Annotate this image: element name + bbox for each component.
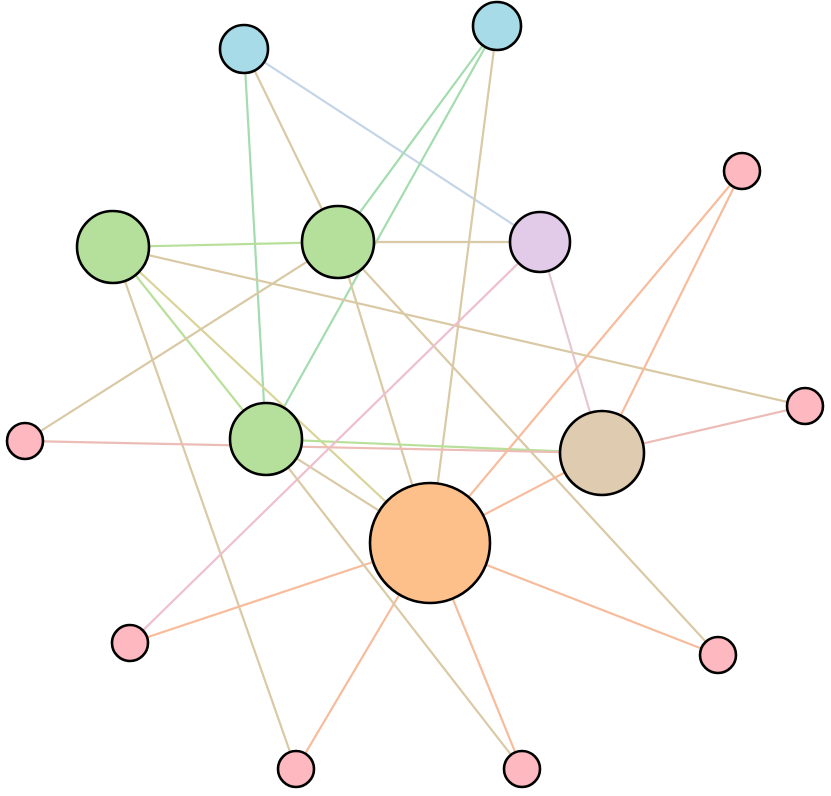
node-tan-a[interactable] — [558, 409, 646, 497]
edge-green-a-green-c — [111, 245, 268, 441]
edge-green-a-pink-2 — [111, 245, 807, 408]
edge-purple-a-pink-4 — [128, 240, 542, 645]
node-green-a[interactable] — [75, 209, 151, 285]
node-pink-7[interactable] — [698, 635, 738, 675]
edge-green-a-green-b — [111, 240, 340, 249]
node-purple-a[interactable] — [508, 210, 572, 274]
edge-blue-a-purple-a — [242, 47, 542, 244]
node-layer — [5, 0, 825, 789]
node-green-c[interactable] — [228, 401, 304, 477]
edge-green-a-orange-hub — [111, 245, 432, 545]
edge-green-b-pink-7 — [336, 240, 720, 657]
node-pink-3[interactable] — [722, 151, 762, 191]
node-pink-1[interactable] — [5, 421, 45, 461]
edge-green-c-tan-a — [264, 437, 604, 455]
edge-green-a-pink-5 — [111, 245, 298, 771]
node-blue-b[interactable] — [471, 0, 523, 52]
edge-green-b-pink-1 — [23, 240, 340, 443]
edge-green-c-pink-6 — [264, 437, 524, 771]
node-orange-hub[interactable] — [368, 481, 492, 605]
edge-blue-b-green-b — [336, 24, 499, 244]
node-pink-4[interactable] — [110, 623, 150, 663]
node-pink-5[interactable] — [276, 749, 316, 789]
edge-blue-b-orange-hub — [428, 24, 499, 545]
node-green-b[interactable] — [300, 204, 376, 280]
edge-blue-b-green-c — [264, 24, 499, 441]
node-pink-6[interactable] — [502, 749, 542, 789]
node-pink-2[interactable] — [785, 386, 825, 426]
edge-pink-3-tan-a — [600, 169, 744, 455]
node-blue-a[interactable] — [218, 23, 270, 75]
edge-pink-3-orange-hub — [428, 169, 744, 545]
